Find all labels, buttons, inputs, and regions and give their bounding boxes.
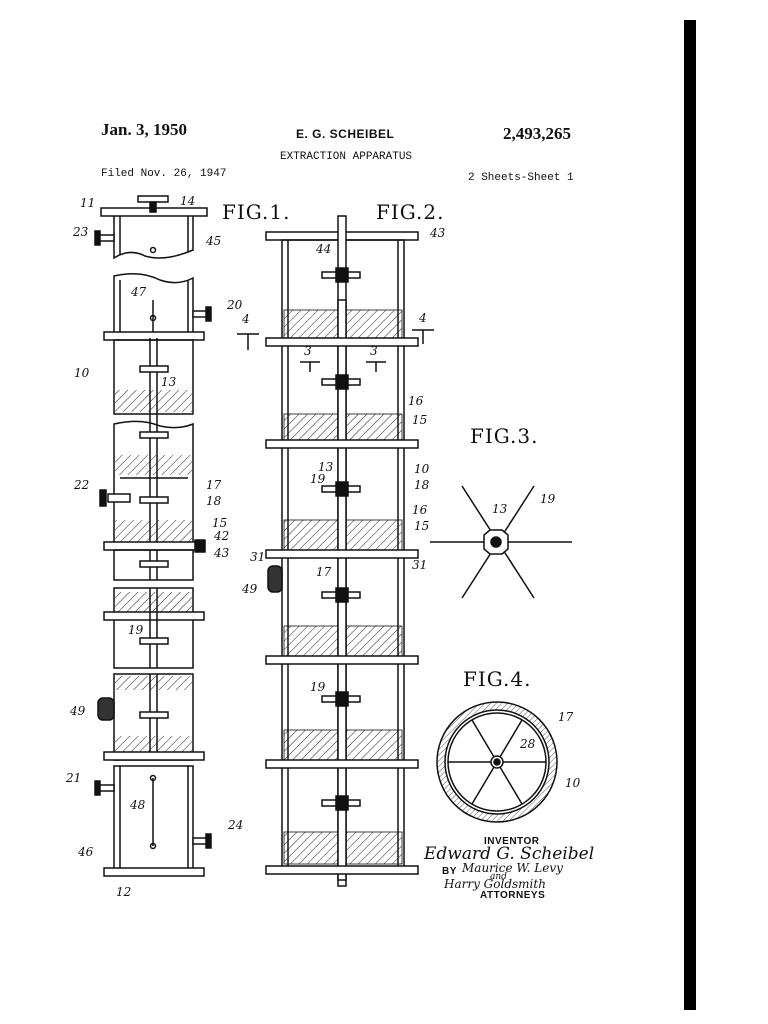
ref-31-left: 31	[250, 550, 266, 564]
ref-16-lower: 16	[412, 503, 428, 517]
ref-47: 47	[131, 285, 147, 299]
fig1-column	[94, 195, 212, 877]
fig3-agitator	[430, 485, 572, 599]
ref-19-fig3: 19	[540, 492, 556, 506]
ref-28: 28	[520, 737, 536, 751]
ref-16-upper: 16	[408, 394, 424, 408]
filed-date: Filed Nov. 26, 1947	[101, 168, 227, 180]
ref-14: 14	[180, 194, 196, 208]
ref-19-fig2-upper: 19	[310, 472, 326, 486]
ref-49-fig1: 49	[70, 704, 86, 718]
ref-12: 12	[116, 885, 132, 899]
ref-17-fig1: 17	[206, 478, 222, 492]
ref-24: 24	[228, 818, 244, 832]
ref-46: 46	[78, 845, 94, 859]
ref-43-fig1: 43	[214, 546, 230, 560]
ref-11: 11	[80, 196, 96, 210]
fig2-label: FIG.2.	[376, 200, 445, 224]
ref-18-fig2: 18	[414, 478, 430, 492]
ref-3-right: 3	[370, 344, 378, 358]
ref-20: 20	[227, 298, 243, 312]
by-label: BY	[442, 866, 457, 877]
ref-4-left: 4	[242, 312, 250, 326]
fig1-label: FIG.1.	[222, 200, 291, 224]
ref-48: 48	[130, 798, 146, 812]
fig4-wheel	[436, 701, 558, 823]
ref-19-fig2-lower: 19	[310, 680, 326, 694]
ref-15-lower: 15	[414, 519, 430, 533]
section-markers-4	[237, 329, 434, 350]
ref-22: 22	[74, 478, 90, 492]
attorneys-label: ATTORNEYS	[480, 890, 546, 901]
ref-13-fig1: 13	[161, 375, 177, 389]
ref-19-fig1: 19	[128, 623, 144, 637]
ref-13-fig3: 13	[492, 502, 508, 516]
attorney-1-signature: Maurice W. Levy	[462, 861, 563, 875]
patent-number: 2,493,265	[503, 124, 571, 143]
ref-49-fig2: 49	[242, 582, 258, 596]
ref-10-fig1: 10	[74, 366, 90, 380]
inventor-name-header: E. G. SCHEIBEL	[296, 127, 395, 141]
ref-17-fig4: 17	[558, 710, 574, 724]
inventor-label: INVENTOR	[484, 836, 540, 847]
ref-45: 45	[206, 234, 222, 248]
fig2-column	[265, 215, 419, 887]
ref-4-right: 4	[419, 311, 427, 325]
page-edge-bar	[684, 20, 696, 1010]
fig3-label: FIG.3.	[470, 424, 539, 448]
ref-44: 44	[316, 242, 332, 256]
and-label: and	[490, 872, 507, 882]
ref-15-upper: 15	[412, 413, 428, 427]
ref-23: 23	[73, 225, 89, 239]
ref-31-right: 31	[412, 558, 428, 572]
ref-21: 21	[66, 771, 82, 785]
patent-title: EXTRACTION APPARATUS	[280, 151, 413, 163]
ref-13-fig2: 13	[318, 460, 334, 474]
ref-42: 42	[214, 529, 230, 543]
ref-3-left: 3	[304, 344, 312, 358]
ref-15-fig1: 15	[212, 516, 228, 530]
attorney-2-signature: Harry Goldsmith	[444, 877, 546, 891]
ref-43-fig2: 43	[430, 226, 446, 240]
fig4-label: FIG.4.	[463, 667, 532, 691]
ref-10-fig2: 10	[414, 462, 430, 476]
ref-18-fig1: 18	[206, 494, 222, 508]
ref-10-fig4: 10	[565, 776, 581, 790]
sheet-count: 2 Sheets-Sheet 1	[468, 172, 574, 184]
inventor-signature: Edward G. Scheibel	[424, 844, 595, 864]
ref-17-fig2: 17	[316, 565, 332, 579]
patent-date: Jan. 3, 1950	[101, 120, 187, 139]
